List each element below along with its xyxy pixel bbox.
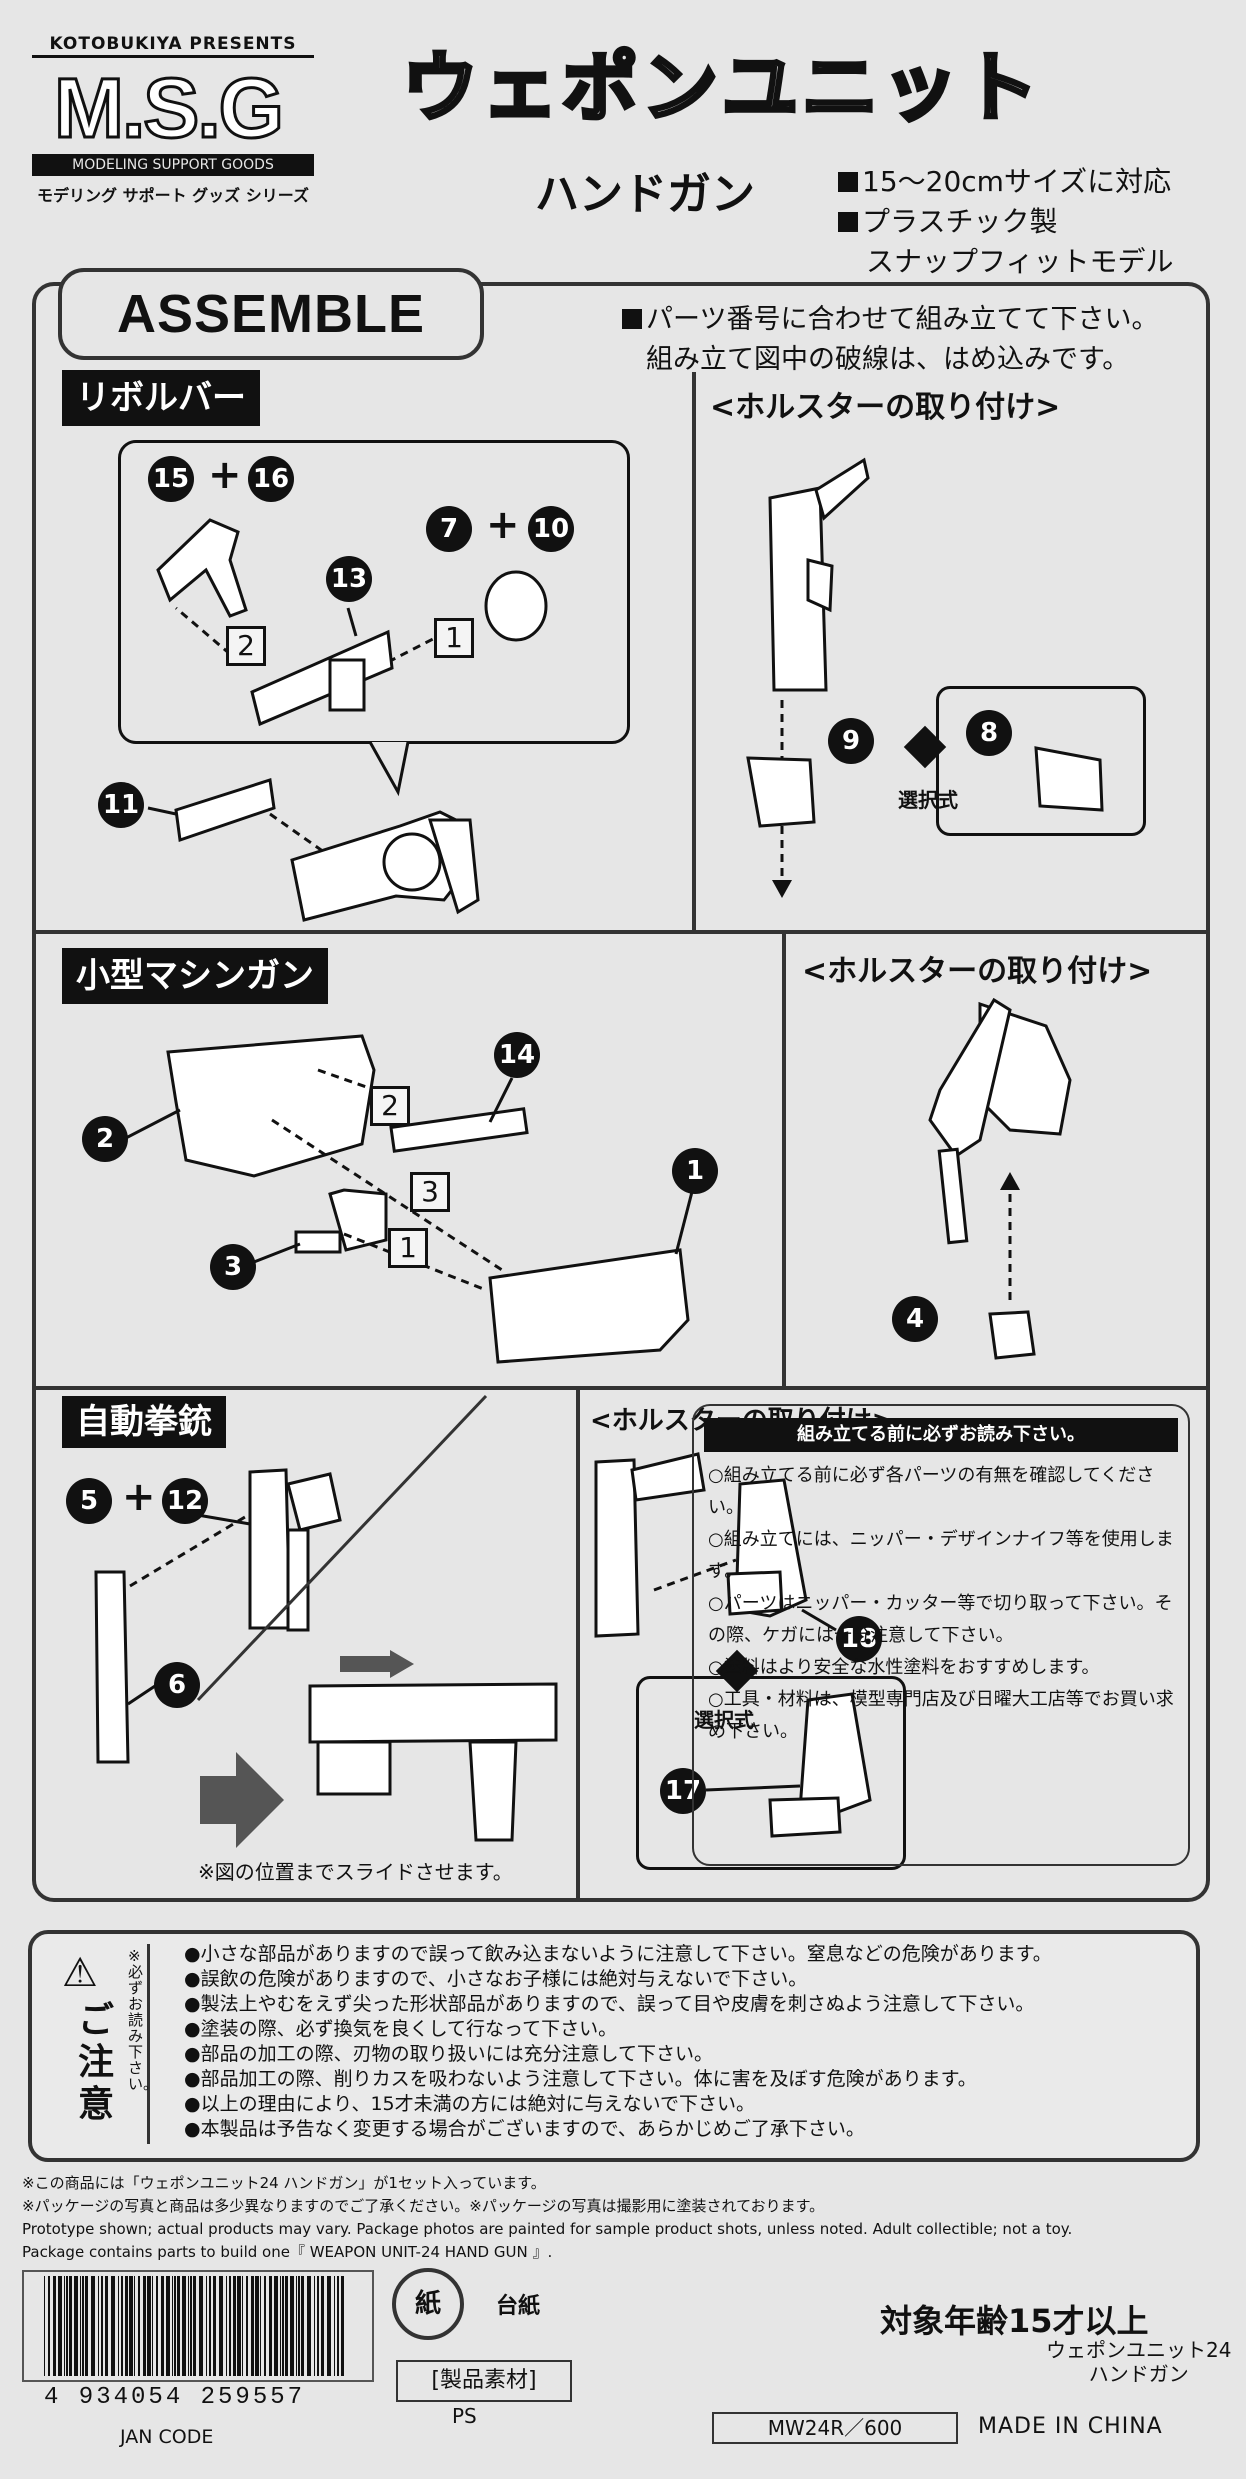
slide-note: ※図の位置までスライドさせます。	[198, 1860, 513, 1884]
part-callout: 13	[326, 556, 372, 602]
warning-item: ●製法上やむをえず尖った形状部品がありますので、誤って目や皮膚を刺さぬよう注意し…	[184, 1993, 1035, 2015]
section-revolver: リボルバー	[62, 370, 260, 426]
brand-presents: KOTOBUKIYA PRESENTS	[32, 34, 314, 58]
barcode-icon	[44, 2276, 344, 2376]
assemble-heading: ASSEMBLE	[58, 268, 484, 360]
section-divider	[692, 372, 696, 930]
step-number: 1	[388, 1228, 428, 1268]
part-callout: 7	[426, 506, 472, 552]
brand-series: モデリング サポート グッズ シリーズ	[37, 186, 309, 205]
age-rating: 対象年齢15才以上	[880, 2302, 1149, 2340]
part-callout: 14	[494, 1032, 540, 1078]
footer-note: Package contains parts to build one『 WEA…	[22, 2243, 553, 2261]
revolver-select-box	[936, 686, 1146, 836]
section-divider	[36, 930, 1206, 934]
spec-item: プラスチック製	[838, 202, 1173, 242]
precaution-item: ○組み立てる前に必ず各パーツの有無を確認してください。	[708, 1465, 1155, 1518]
section-divider	[36, 1386, 1206, 1390]
part-callout: 12	[162, 1478, 208, 1524]
holster-heading-revolver: <ホルスターの取り付け>	[710, 390, 1061, 425]
part-callout: 4	[892, 1296, 938, 1342]
part-callout: 15	[148, 456, 194, 502]
precaution-item: ○パーツはニッパー・カッター等で切り取って下さい。その際、ケガには十分注意して下…	[708, 1593, 1173, 1646]
barcode-label: JAN CODE	[120, 2426, 214, 2448]
warning-item: ●本製品は予告なく変更する場合がございますので、あらかじめご了承下さい。	[184, 2118, 865, 2140]
product-title: ウェポンユニット	[400, 41, 1042, 134]
step-number: 2	[226, 626, 266, 666]
section-divider	[576, 1390, 580, 1902]
part-callout: 18	[836, 1616, 882, 1662]
step-number: 2	[370, 1086, 410, 1126]
part-callout: 1	[672, 1148, 718, 1194]
step-number: 3	[410, 1172, 450, 1212]
part-callout: 5	[66, 1478, 112, 1524]
holster-heading-smg: <ホルスターの取り付け>	[802, 954, 1153, 989]
material-value: PS	[452, 2404, 477, 2428]
part-callout: 9	[828, 718, 874, 764]
precaution-item: ○組み立てには、ニッパー・デザインナイフ等を使用します。	[708, 1529, 1174, 1582]
part-callout: 3	[210, 1244, 256, 1290]
part-callout: 17	[660, 1768, 706, 1814]
warning-title-area	[46, 1944, 150, 2144]
recycle-label: 台紙	[496, 2294, 541, 2319]
pistol-select-label: 選択式	[694, 1708, 754, 1732]
footer-note: ※この商品には「ウェポンユニット24 ハンドガン」が1セット入っています。	[22, 2174, 546, 2192]
plus-sign: +	[122, 1474, 156, 1520]
brand-logo: M.S.G	[52, 61, 285, 155]
part-callout: 6	[154, 1662, 200, 1708]
section-divider	[782, 934, 786, 1386]
spec-item: 15～20cmサイズに対応	[838, 162, 1173, 202]
spec-item: スナップフィットモデル	[866, 245, 1174, 278]
part-callout: 10	[528, 506, 574, 552]
warning-triangle-icon: ⚠	[62, 1950, 98, 1996]
footer-notes: ※この商品には「ウェポンユニット24 ハンドガン」が1セット入っています。 ※パ…	[22, 2172, 1072, 2264]
barcode-number: 4 934054 259557	[44, 2384, 306, 2411]
precaution-item: ○塗料はより安全な水性塗料をおすすめします。	[708, 1657, 1100, 1678]
product-name-small: ウェポンユニット24 ハンドガン	[1046, 2338, 1232, 2386]
plus-sign: +	[486, 502, 520, 548]
warning-item: ●以上の理由により、15才未満の方には絶対に与えないで下さい。	[184, 2093, 756, 2115]
brand-subtitle: MODELING SUPPORT GOODS	[32, 154, 314, 176]
footer-note: ※パッケージの写真と商品は多少異なりますのでご了承ください。※パッケージの写真は…	[22, 2197, 825, 2215]
part-callout: 2	[82, 1116, 128, 1162]
warning-side-note: ※必ずお読み下さい。	[128, 1947, 159, 2093]
precaution-heading: 組み立てる前に必ずお読み下さい。	[704, 1418, 1178, 1452]
product-specs: 15～20cmサイズに対応 プラスチック製 スナップフィットモデル	[838, 162, 1173, 282]
warning-item: ●小さな部品がありますので誤って飲み込まないように注意して下さい。窒息などの危険…	[184, 1943, 1052, 1965]
pistol-select-box	[636, 1676, 906, 1870]
part-callout: 16	[248, 456, 294, 502]
warning-title: ご注意	[78, 2000, 115, 2125]
model-code: MW24R／600	[712, 2412, 958, 2444]
precaution-item: ○工具・材料は、模型専門店及び日曜大工店等でお買い求め下さい。	[708, 1689, 1174, 1742]
section-auto-pistol: 自動拳銃	[62, 1396, 226, 1448]
precaution-box	[692, 1404, 1190, 1866]
plus-sign: +	[208, 452, 242, 498]
warning-item: ●部品加工の際、削りカスを吸わないよう注意して下さい。体に害を及ぼす危険がありま…	[184, 2068, 977, 2090]
footer-note: Prototype shown; actual products may var…	[22, 2220, 1073, 2238]
section-smg: 小型マシンガン	[62, 948, 328, 1004]
assemble-frame	[32, 282, 1210, 1902]
warning-item: ●誤飲の危険がありますので、小さなお子様には絶対与えないで下さい。	[184, 1968, 808, 1990]
recycle-paper-icon: 紙	[392, 2268, 464, 2340]
barcode-box	[22, 2270, 374, 2382]
step-number: 1	[434, 618, 474, 658]
made-in: MADE IN CHINA	[978, 2414, 1163, 2439]
precaution-list: ○組み立てる前に必ず各パーツの有無を確認してください。 ○組み立てには、ニッパー…	[708, 1460, 1178, 1748]
warning-item: ●塗装の際、必ず換気を良くして行なって下さい。	[184, 2018, 618, 2040]
revolver-select-label: 選択式	[898, 788, 958, 812]
product-subtitle: ハンドガン	[535, 169, 755, 220]
warning-box	[28, 1930, 1200, 2162]
material-label: [製品素材]	[396, 2360, 572, 2402]
warning-list: ●小さな部品がありますので誤って飲み込まないように注意して下さい。窒息などの危険…	[184, 1942, 1052, 2142]
assemble-note: パーツ番号に合わせて組み立てて下さい。 組み立て図中の破線は、はめ込みです。	[622, 300, 1158, 380]
warning-item: ●部品の加工の際、刃物の取り扱いには充分注意して下さい。	[184, 2043, 714, 2065]
part-callout: 8	[966, 710, 1012, 756]
part-callout: 11	[98, 782, 144, 828]
